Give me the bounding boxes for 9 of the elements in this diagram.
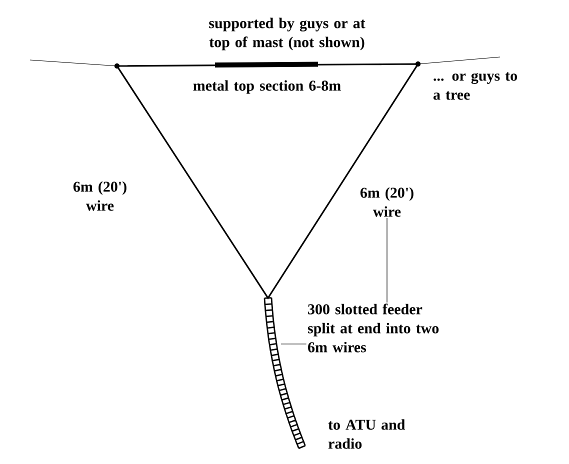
label: 6m (20') wire [360,187,414,217]
label: 6m (20') wire [73,181,126,211]
label: to ATU and radio [328,419,406,449]
label: metal top section 6-8m [193,80,341,94]
label: ... or guys to a tree [434,72,517,100]
leader-line [386,218,388,303]
label: supported by guys or at top of mast (not shown) [209,18,366,50]
label: 300 slotted feeder split at end into two 6m wires [308,304,439,352]
feeder-drawing [264,297,306,449]
